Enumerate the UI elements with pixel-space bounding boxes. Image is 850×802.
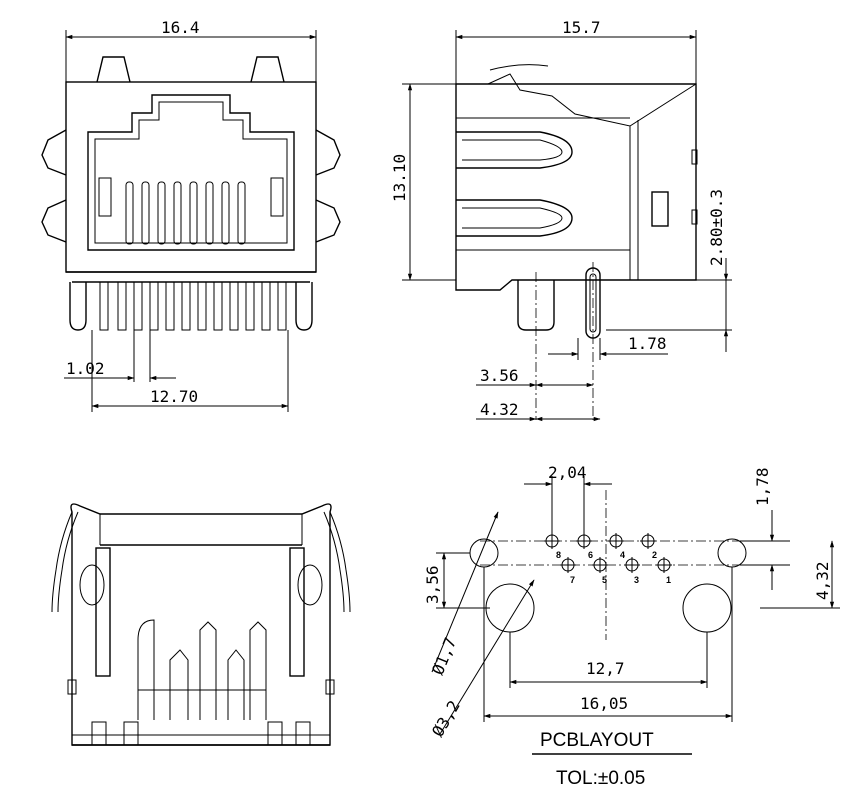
side-view: 15.7 13.10 2.80±0.3 (390, 18, 732, 422)
pcb-layout-title: PCBLAYOUT (540, 730, 654, 751)
large-hole-dia-label: Ø3,2 (428, 697, 464, 740)
slot-right (289, 547, 305, 677)
led-window (651, 191, 669, 227)
pins (69, 281, 313, 331)
pcb-layout: 2,04 8 6 4 2 7 5 3 1 (423, 463, 840, 789)
pin-number-6: 6 (588, 550, 593, 560)
small-hole-left (469, 538, 499, 568)
contacts (98, 177, 284, 245)
height-label: 13.10 (390, 154, 409, 202)
pin-span-label: 12.70 (150, 387, 198, 406)
pin-number-2: 2 (652, 550, 657, 560)
row-a-label: 3.56 (480, 366, 519, 385)
pin-number-4: 4 (620, 550, 625, 560)
pitch-label: 2,04 (548, 463, 587, 482)
width-label: 16.4 (161, 18, 200, 37)
row-b-label: 4.32 (480, 400, 519, 419)
slot-left (95, 547, 111, 677)
latch-lower (456, 199, 573, 237)
front-view: 16.4 (41, 18, 341, 412)
rj45-opening (87, 94, 295, 251)
rear-contacts (137, 619, 267, 720)
peg-offset-label: 1.78 (628, 334, 667, 353)
pin-number-3: 3 (634, 575, 639, 585)
outer-span-label: 16,05 (580, 694, 628, 713)
tolerance-label: TOL:±0.05 (556, 768, 645, 789)
standoff-label: 2.80±0.3 (707, 189, 726, 266)
pin-number-7: 7 (570, 575, 575, 585)
peg-span-label: 12,7 (586, 659, 625, 678)
peg-to-pin-label: 3,56 (423, 565, 442, 604)
side-body (455, 83, 697, 291)
row-offset-label: 1,78 (753, 467, 772, 506)
pitch-label: 1.02 (66, 359, 105, 378)
small-hole-right (717, 538, 747, 568)
pin-number-1: 1 (666, 575, 671, 585)
pin-holes (544, 533, 672, 573)
large-hole-right (682, 583, 732, 633)
rear-body (70, 503, 332, 746)
rear-view (51, 503, 351, 746)
pin-number-8: 8 (556, 550, 561, 560)
latch-upper (456, 131, 573, 169)
pin-number-5: 5 (602, 575, 607, 585)
small-hole-dia-label: Ø1,7 (428, 635, 460, 678)
hole-span-label: 4,32 (813, 561, 832, 600)
depth-label: 15.7 (562, 18, 601, 37)
